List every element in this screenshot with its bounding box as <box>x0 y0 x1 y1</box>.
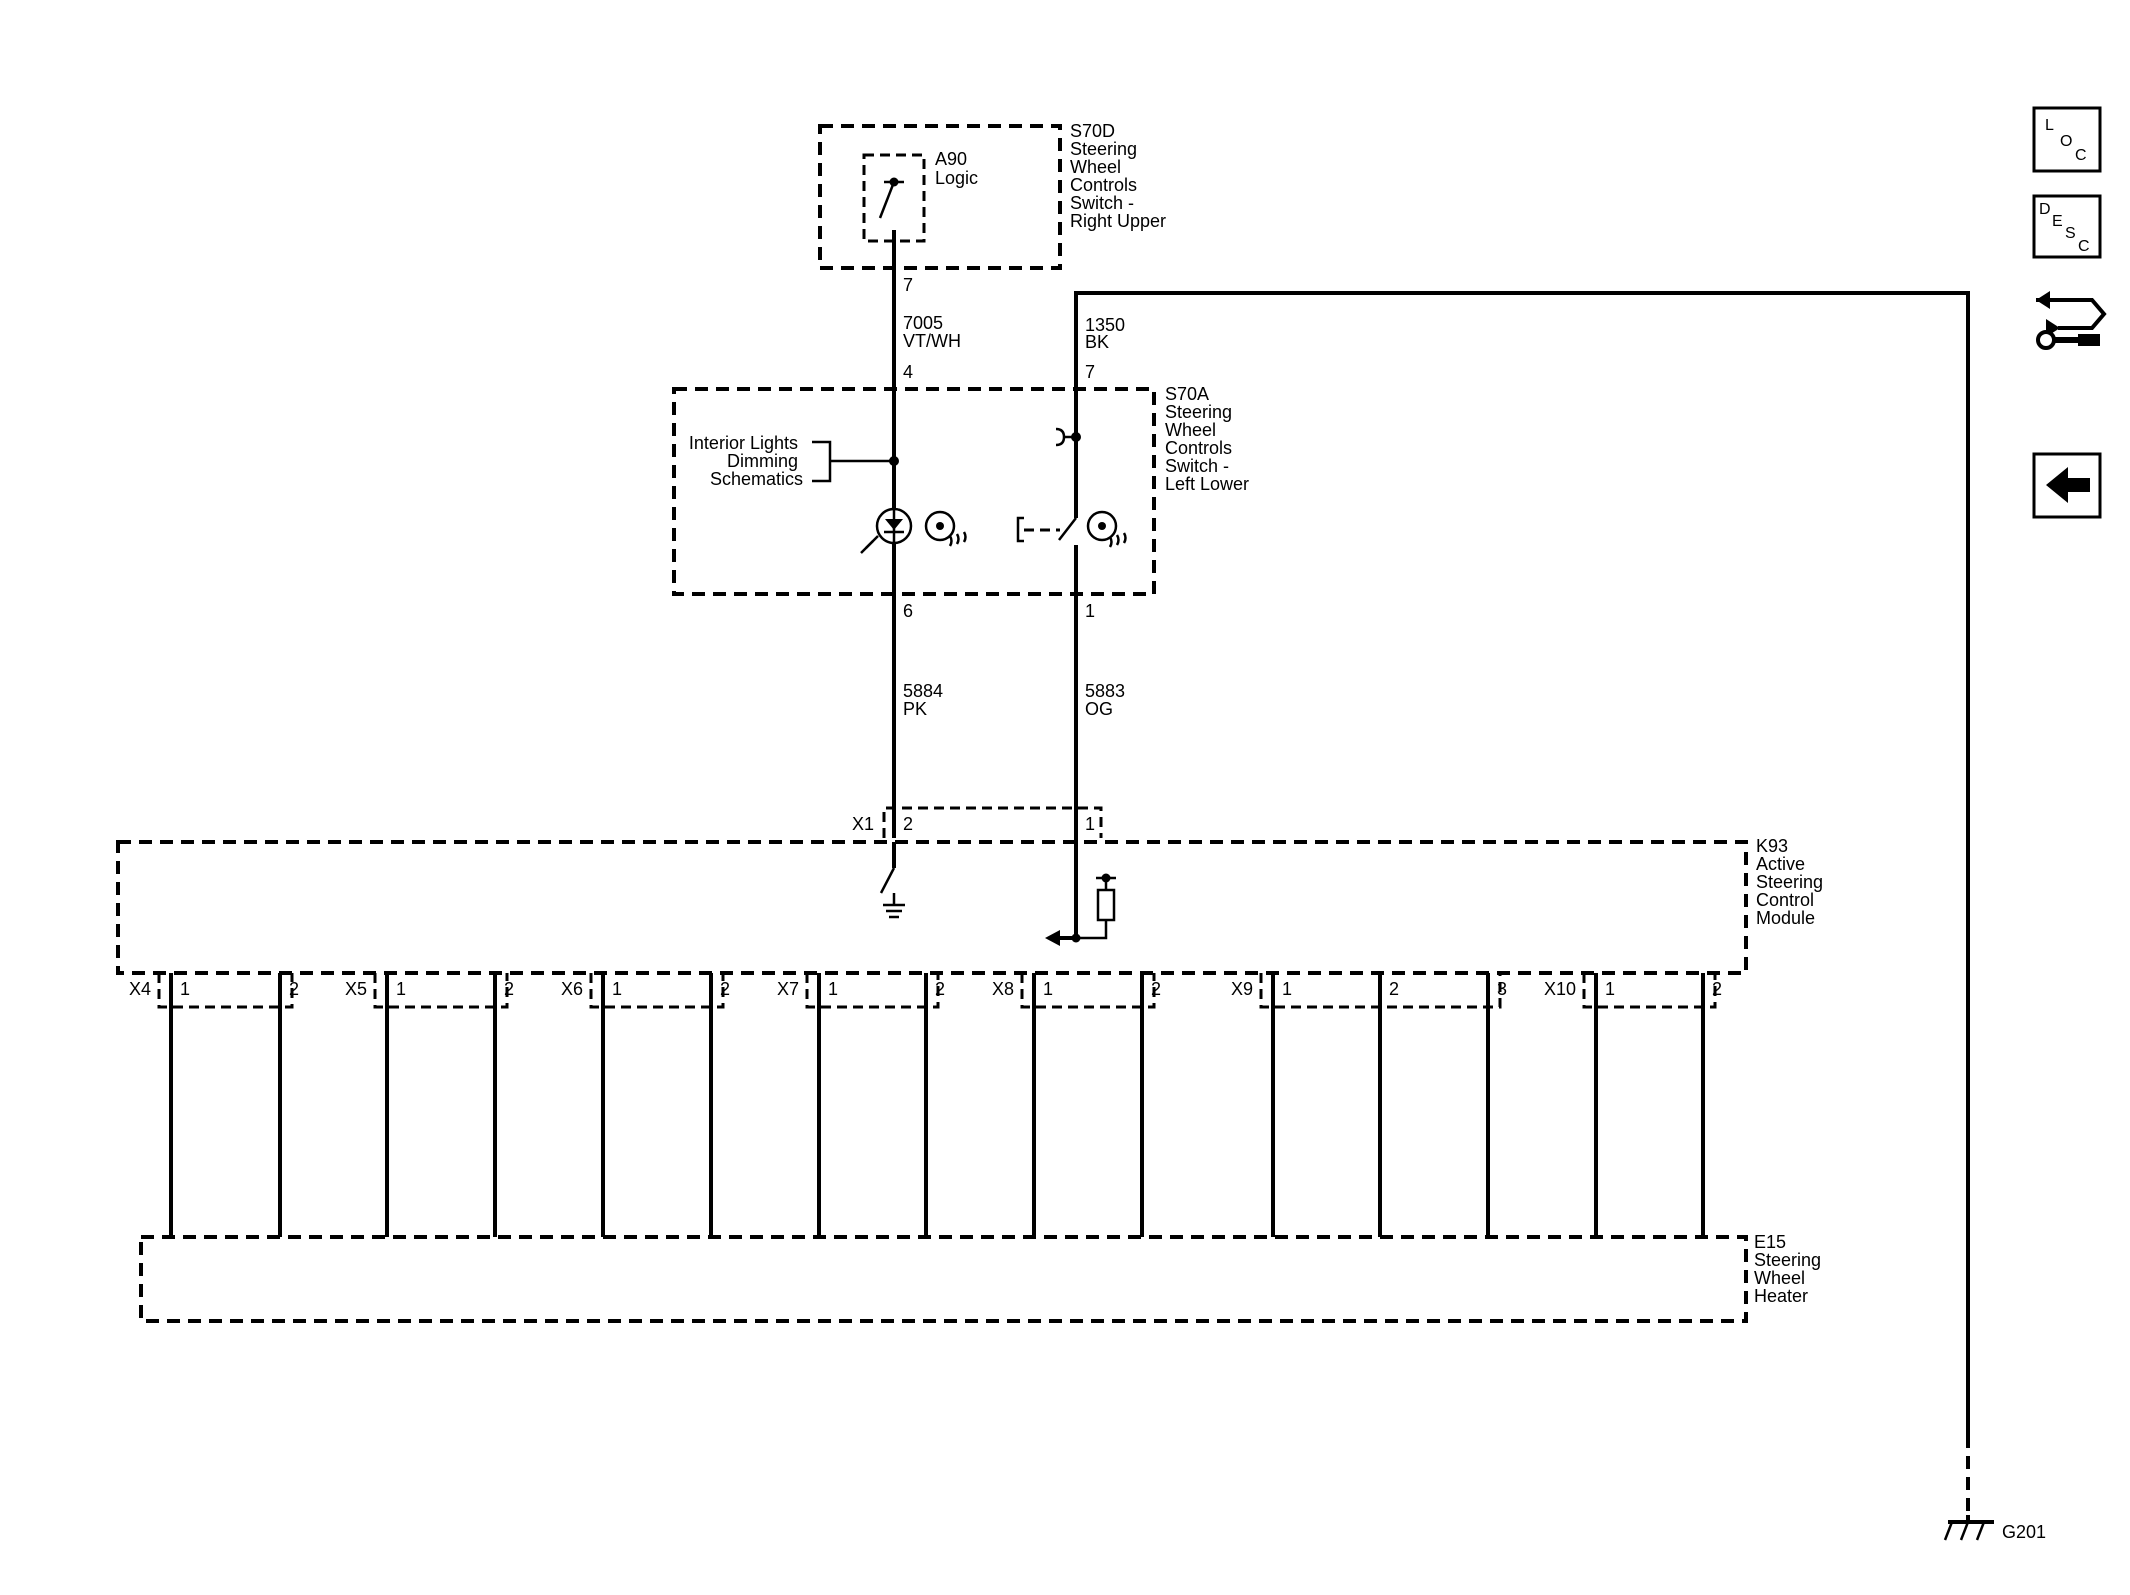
s70a-box <box>672 387 1156 596</box>
s70d-label: S70D Steering Wheel Controls Switch - Ri… <box>1070 121 1166 231</box>
wire-1350-color: BK <box>1085 332 1109 352</box>
ground-g201-label: G201 <box>2002 1522 2046 1542</box>
led-ray-2 <box>860 540 874 554</box>
x4-label: X4 <box>129 979 151 999</box>
wire-5884-color: PK <box>903 699 927 719</box>
x5-label: X5 <box>345 979 367 999</box>
s70a-label: S70A Steering Wheel Controls Switch - Le… <box>1165 384 1249 494</box>
x1-connector <box>882 806 1103 838</box>
x7-label: X7 <box>777 979 799 999</box>
s70d-box <box>818 124 1062 270</box>
x9-pin-3: 3 <box>1497 979 1507 999</box>
led-triangle <box>885 519 903 530</box>
x1-label: X1 <box>852 814 874 834</box>
loc-letter-c: C <box>2075 147 2087 164</box>
heated-wheel-hub-right <box>1098 522 1106 530</box>
s70a-switch-blade <box>1058 517 1077 541</box>
loc-letter-l: L <box>2045 117 2054 134</box>
x7-pin-1: 1 <box>828 979 838 999</box>
wire-5883-color: OG <box>1085 699 1113 719</box>
k93-resistor <box>1096 888 1116 922</box>
k93-label: K93 Active Steering Control Module <box>1756 836 1828 928</box>
x6-pin-2: 2 <box>720 979 730 999</box>
x8-connector <box>1020 973 1156 1009</box>
a90-label: A90 Logic <box>935 149 978 188</box>
s70a-spring-symbol <box>1055 427 1066 447</box>
x6-pin-1: 1 <box>612 979 622 999</box>
x1-pin-1: 1 <box>1085 814 1095 834</box>
desc-button[interactable]: D E S C <box>2032 194 2102 259</box>
wire-7005-circuit: 7005 <box>903 313 943 333</box>
k93-resistor-link <box>1076 920 1108 940</box>
x10-connector <box>1582 973 1717 1009</box>
desc-letter-c: C <box>2078 238 2090 255</box>
wire-5883-circuit: 5883 <box>1085 681 1125 701</box>
s70a-pin-6: 6 <box>903 601 913 621</box>
x6-label: X6 <box>561 979 583 999</box>
k93-box <box>116 840 1748 975</box>
s70a-actuator <box>1016 516 1024 543</box>
x4-pin-1: 1 <box>180 979 190 999</box>
s70a-pin-4: 4 <box>903 362 913 382</box>
ground-tick-2 <box>1959 1521 1970 1541</box>
e15-box <box>139 1235 1748 1323</box>
ground-tick-3 <box>1975 1521 1986 1541</box>
k93-switch-blade <box>879 867 896 894</box>
x8-pin-2: 2 <box>1151 979 1161 999</box>
a90-switch-blade <box>878 181 896 219</box>
x9-label: X9 <box>1231 979 1253 999</box>
wire-5884-circuit: 5884 <box>903 681 943 701</box>
x5-pin-1: 1 <box>396 979 406 999</box>
wire-1350-circuit: 1350 <box>1085 315 1125 335</box>
heat-waves-left <box>948 531 967 547</box>
heater-connectors: X4 1 2 X5 1 2 X6 1 2 X7 1 2 X8 1 2 X9 1 2 3 X10 1 2 <box>129 973 1722 1237</box>
x1-pin-2: 2 <box>903 814 913 834</box>
x10-pin-2: 2 <box>1712 979 1722 999</box>
a90-box <box>862 153 926 243</box>
k93-input-arrow <box>1045 930 1060 946</box>
loc-letter-o: O <box>2060 133 2072 150</box>
heat-waves-right <box>1108 532 1127 548</box>
back-arrow-icon <box>2046 467 2090 503</box>
k93-resistor-dot <box>1101 873 1111 883</box>
x9-pin-1: 1 <box>1282 979 1292 999</box>
x5-pin-2: 2 <box>504 979 514 999</box>
heated-wheel-hub-left <box>936 522 944 530</box>
x5-connector <box>373 973 509 1009</box>
s70a-pin-1: 1 <box>1085 601 1095 621</box>
e15-label: E15 Steering Wheel Heater <box>1754 1232 1826 1306</box>
wire-1350 <box>1074 291 1970 1435</box>
x9-pin-2: 2 <box>1389 979 1399 999</box>
x8-label: X8 <box>992 979 1014 999</box>
loc-button[interactable]: L O C <box>2032 106 2102 173</box>
x7-pin-2: 2 <box>935 979 945 999</box>
x4-pin-2: 2 <box>289 979 299 999</box>
x10-label: X10 <box>1544 979 1576 999</box>
back-button[interactable] <box>2032 452 2102 519</box>
wire-7005-color: VT/WH <box>903 331 961 351</box>
desc-letter-d: D <box>2039 201 2051 218</box>
desc-letter-s: S <box>2065 225 2076 242</box>
s70d-pin-7: 7 <box>903 275 913 295</box>
x4-connector <box>157 973 294 1009</box>
x6-connector <box>589 973 725 1009</box>
ground-tick-1 <box>1943 1521 1954 1541</box>
s70a-pin-7: 7 <box>1085 362 1095 382</box>
x8-pin-1: 1 <box>1043 979 1053 999</box>
desc-letter-e: E <box>2052 213 2063 230</box>
interior-lights-ref[interactable]: Interior Lights Dimming Schematics <box>689 433 803 489</box>
connector-wrench-icon[interactable] <box>2036 291 2107 350</box>
x10-pin-1: 1 <box>1605 979 1615 999</box>
interior-ref-bracket <box>812 440 832 483</box>
x7-connector <box>805 973 940 1009</box>
